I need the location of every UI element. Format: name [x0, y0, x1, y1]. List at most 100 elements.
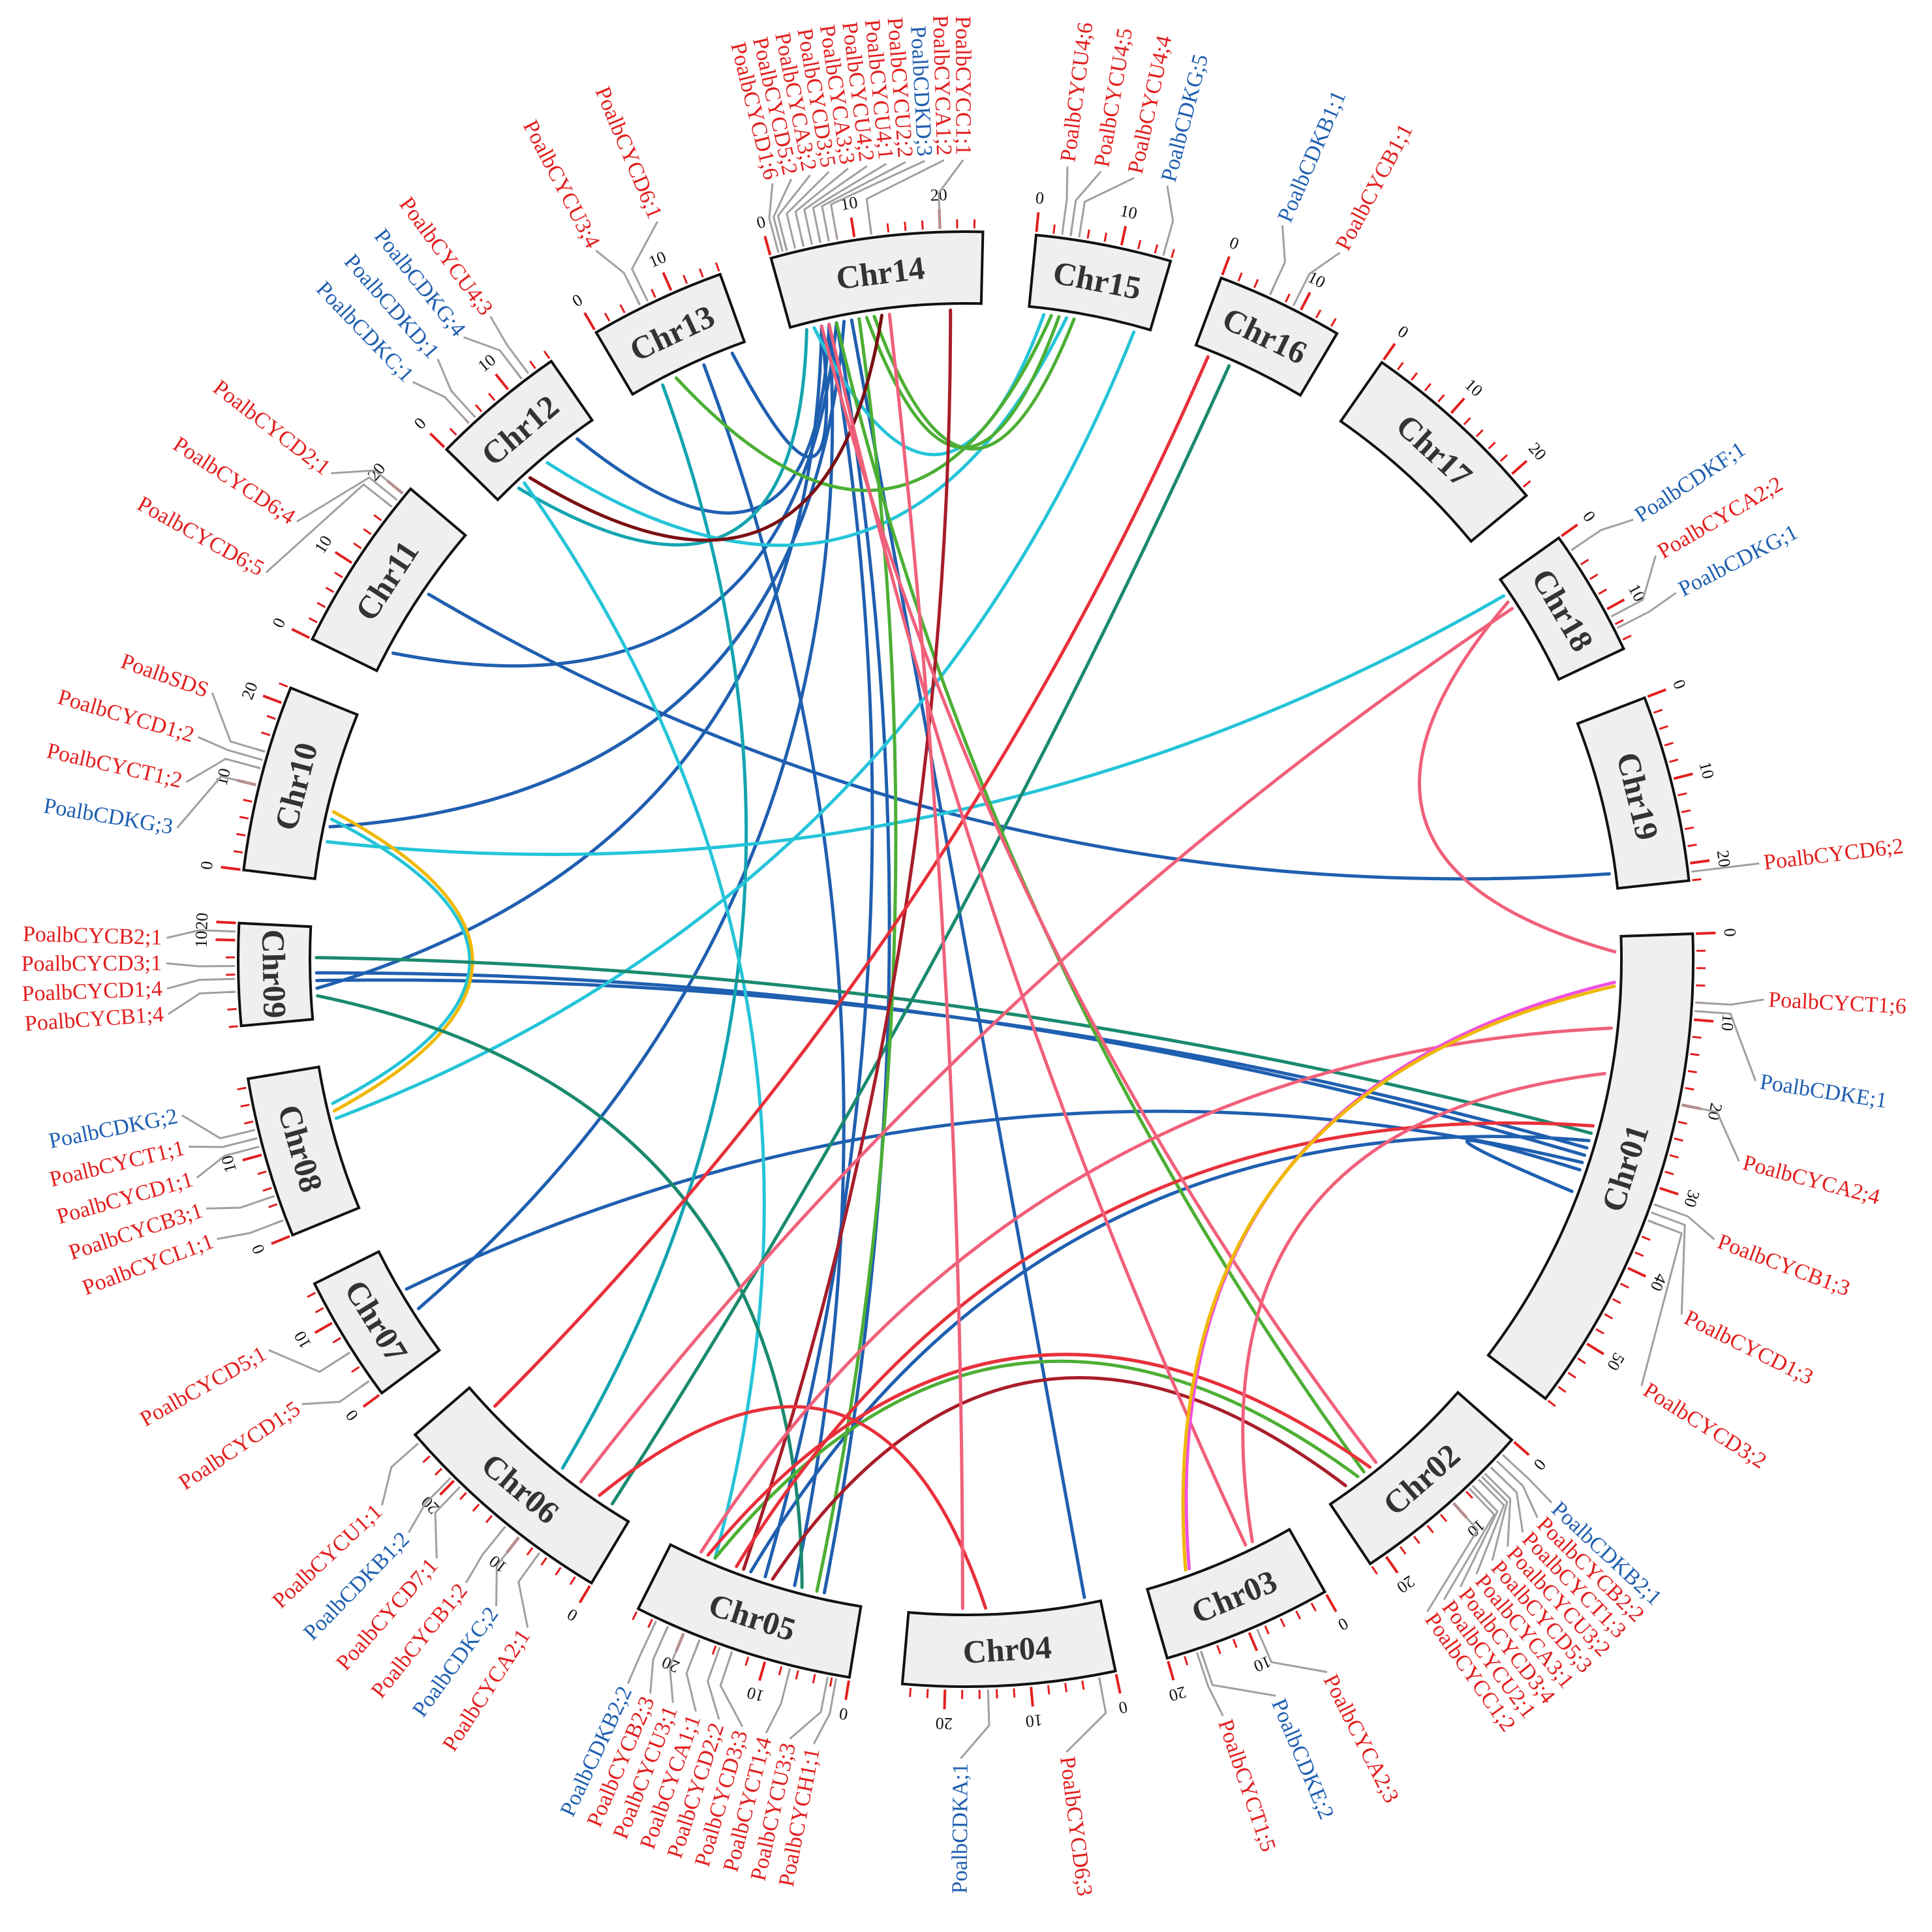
minor-tick	[926, 1689, 929, 1698]
minor-tick	[240, 1103, 250, 1108]
gene-label: PoalbCDKB1;1	[1273, 87, 1351, 226]
tick-label: 20	[418, 1492, 443, 1518]
gene-connector	[185, 758, 261, 783]
minor-tick	[422, 1455, 431, 1464]
tick-label: 0	[410, 414, 430, 433]
major-tick	[1511, 459, 1528, 475]
minor-tick	[1237, 272, 1243, 282]
tick-label: 0	[569, 290, 586, 311]
minor-tick	[1659, 725, 1668, 730]
gene-label: PoalbCYCB1;4	[24, 1002, 165, 1036]
gene-connector	[1571, 519, 1634, 551]
minor-tick	[904, 221, 907, 231]
gene-connector	[1078, 177, 1135, 238]
gene-connector	[765, 1668, 791, 1734]
gene-label: PoalbCYCB2;1	[23, 922, 162, 950]
minor-tick	[1052, 224, 1056, 234]
chromosome-box	[1498, 536, 1626, 681]
synteny-link	[598, 1405, 987, 1610]
gene-label: PoalbCYCB1;1	[1331, 120, 1418, 254]
major-tick	[1325, 1593, 1338, 1613]
major-tick	[1586, 1342, 1604, 1356]
minor-tick	[1184, 1656, 1189, 1666]
major-tick	[1300, 292, 1311, 311]
tick-label: 10	[744, 1683, 766, 1706]
major-tick	[362, 1394, 380, 1408]
synteny-link	[713, 1359, 1360, 1560]
chromosome-box	[1028, 234, 1173, 332]
minor-tick	[1580, 559, 1589, 566]
minor-tick	[909, 1687, 912, 1697]
tick-label: 20	[1393, 1572, 1418, 1597]
minor-tick	[1216, 1645, 1221, 1655]
minor-tick	[351, 1366, 360, 1373]
tick-label: 20	[935, 1714, 953, 1734]
major-tick	[1560, 523, 1578, 538]
major-tick	[1696, 931, 1716, 935]
minor-tick	[1669, 1154, 1679, 1159]
major-tick	[1690, 859, 1710, 865]
minor-tick	[1330, 318, 1337, 327]
minor-tick	[472, 1503, 480, 1512]
gene-connector	[1610, 555, 1657, 618]
tick-label: 20	[1167, 1683, 1188, 1706]
synteny-link	[702, 363, 846, 1587]
gene-connector	[1292, 252, 1341, 307]
minor-tick	[711, 1645, 717, 1655]
chromosome-box	[310, 487, 468, 673]
gene-connector	[707, 1647, 721, 1720]
gene-label: PoalbCYCB1;3	[1714, 1229, 1853, 1300]
major-tick	[1627, 1266, 1647, 1278]
minor-tick	[1684, 826, 1694, 831]
minor-tick	[1086, 229, 1090, 239]
minor-tick	[1475, 429, 1484, 438]
chromosome-box	[242, 686, 360, 881]
minor-tick	[1634, 1251, 1644, 1257]
synteny-link	[545, 316, 1068, 547]
minor-tick	[228, 1025, 238, 1028]
minor-tick	[744, 1656, 750, 1666]
tick-label: 0	[838, 1704, 849, 1725]
synteny-link	[675, 314, 1053, 493]
major-tick	[1673, 772, 1693, 780]
synteny-link	[771, 1375, 1347, 1581]
tick-label: 10	[1025, 1711, 1043, 1731]
minor-tick	[1674, 1137, 1683, 1142]
gene-connector	[595, 249, 641, 306]
minor-tick	[1678, 792, 1687, 797]
tick-label: 10	[1717, 1013, 1738, 1032]
tick-label: 0	[1335, 1614, 1352, 1634]
minor-tick	[363, 528, 372, 536]
major-tick	[844, 1680, 850, 1700]
minor-tick	[1669, 758, 1679, 763]
minor-tick	[526, 1547, 534, 1556]
minor-tick	[632, 1611, 638, 1621]
minor-tick	[1103, 232, 1108, 242]
tick-label: 50	[1603, 1349, 1628, 1373]
minor-tick	[1411, 372, 1418, 381]
major-tick	[262, 694, 282, 704]
minor-tick	[268, 1203, 278, 1208]
gene-label: PoalbCYCA2;4	[1740, 1151, 1882, 1210]
tick-label: 20	[1525, 438, 1550, 464]
gene-connector	[1490, 1466, 1524, 1533]
gene-connector	[437, 358, 476, 418]
minor-tick	[316, 602, 326, 608]
synteny-link	[579, 607, 1514, 1484]
minor-tick	[647, 1619, 653, 1629]
gene-connector	[1200, 1650, 1276, 1697]
synteny-link	[316, 994, 804, 1589]
gene-label: PoalbCYCD6;5	[133, 492, 268, 581]
minor-tick	[1280, 1618, 1286, 1627]
gene-connector	[296, 476, 398, 523]
minor-tick	[1064, 1683, 1067, 1693]
tick-label: 0	[197, 860, 217, 870]
minor-tick	[1696, 984, 1706, 987]
synteny-link	[735, 1121, 1595, 1569]
minor-tick	[1685, 1086, 1694, 1091]
minor-tick	[1424, 383, 1432, 391]
tick-label: 10	[1251, 1652, 1274, 1676]
synteny-link	[391, 321, 838, 667]
major-tick	[1450, 397, 1465, 414]
minor-tick	[334, 572, 343, 579]
